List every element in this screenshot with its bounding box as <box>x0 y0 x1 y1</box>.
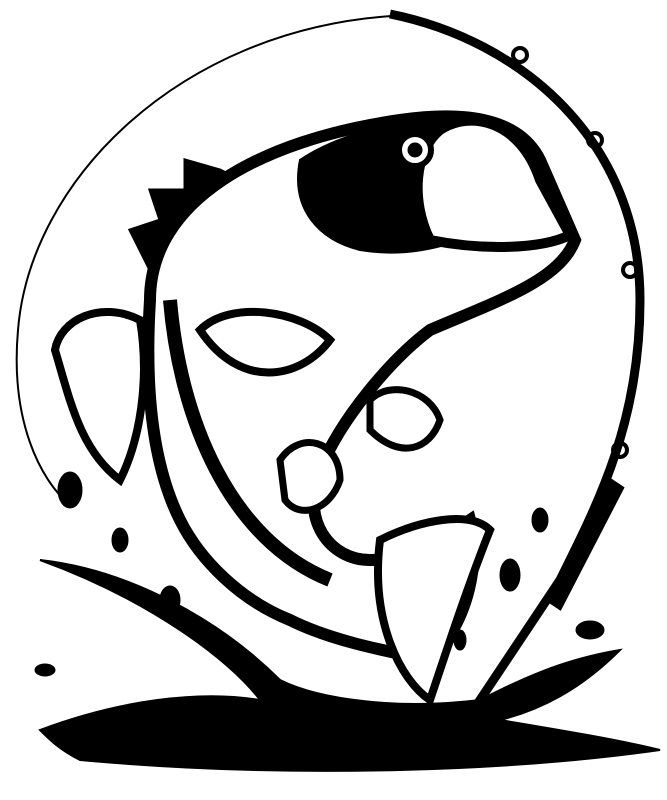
lower-fin <box>374 515 495 707</box>
anal-fin <box>276 439 344 514</box>
rod-guides <box>511 46 639 459</box>
rod-handle <box>545 477 625 611</box>
fish-pupil <box>407 142 423 158</box>
fishing-line <box>15 15 393 506</box>
tail-fin <box>50 307 148 487</box>
water-droplets <box>34 471 605 677</box>
pelvic-fin <box>366 386 444 452</box>
pectoral-fin <box>194 307 336 377</box>
lateral-stripe <box>163 299 333 587</box>
fish-mouth <box>412 115 577 252</box>
water-splash <box>38 559 661 772</box>
